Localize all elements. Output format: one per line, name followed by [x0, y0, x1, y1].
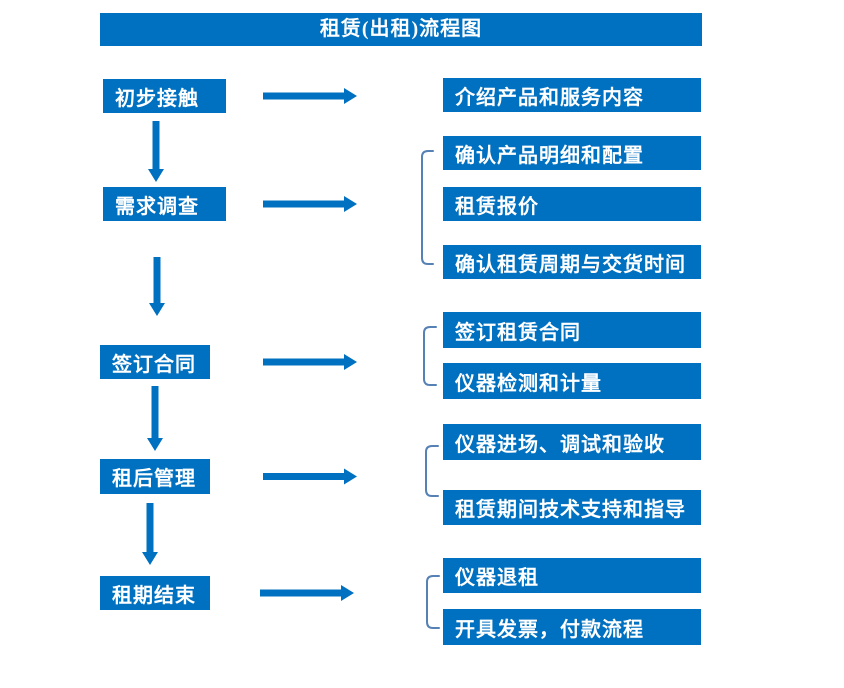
detail-box-sign-rental-contract: 签订租赁合同	[443, 312, 701, 348]
arrow-down-step3-step4	[147, 386, 163, 451]
detail-box-rental-tech-support: 租赁期间技术支持和指导	[443, 490, 701, 525]
detail-box-invoice-payment: 开具发票，付款流程	[443, 609, 701, 645]
step-box-lease-end: 租期结束	[100, 576, 210, 610]
step-box-demand-survey: 需求调查	[103, 187, 226, 221]
bracket-lease-end-group	[426, 575, 440, 629]
arrow-right-post-rental-mgmt	[263, 468, 357, 485]
detail-box-instrument-return: 仪器退租	[443, 558, 701, 593]
arrow-right-lease-end	[260, 585, 354, 601]
detail-box-confirm-product-details: 确认产品明细和配置	[443, 136, 701, 170]
step-box-post-rental-mgmt: 租后管理	[100, 459, 210, 494]
bracket-sign-contract-group	[423, 326, 437, 386]
detail-box-rental-quote: 租赁报价	[443, 187, 701, 221]
step-box-sign-contract: 签订合同	[100, 345, 210, 379]
flowchart-title: 租赁(出租)流程图	[100, 13, 702, 46]
step-box-initial-contact: 初步接触	[103, 79, 226, 113]
arrow-down-step2-step3	[149, 257, 165, 316]
arrow-down-step4-step5	[142, 503, 158, 565]
bracket-post-rental-group	[425, 445, 439, 497]
detail-box-confirm-rental-period: 确认租赁周期与交货时间	[443, 245, 701, 279]
arrow-down-step1-step2	[148, 121, 164, 182]
detail-box-intro-products-services: 介绍产品和服务内容	[443, 78, 701, 112]
detail-box-instrument-setup-accept: 仪器进场、调试和验收	[443, 424, 701, 460]
arrow-right-demand-survey	[263, 196, 357, 212]
arrow-right-initial-contact	[263, 88, 357, 104]
bracket-demand-survey-group	[421, 150, 434, 265]
detail-box-instrument-testing: 仪器检测和计量	[443, 363, 701, 399]
arrow-right-sign-contract	[263, 354, 357, 370]
